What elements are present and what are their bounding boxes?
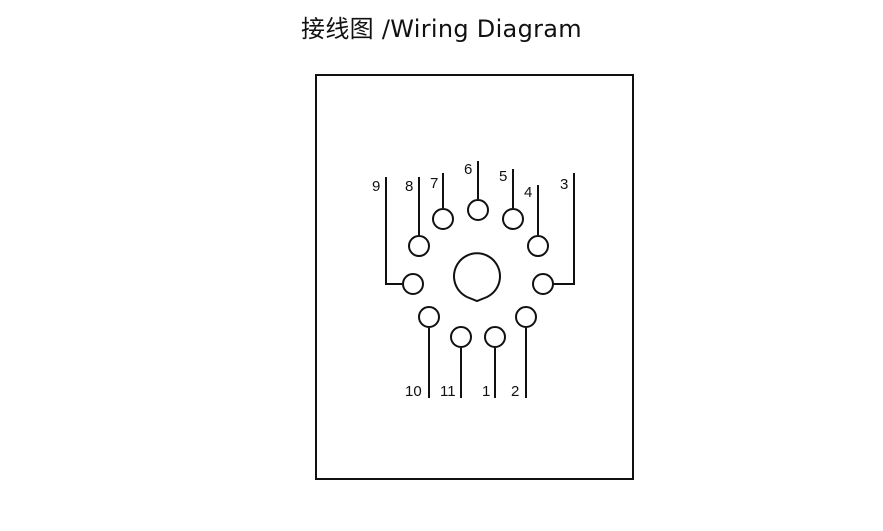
pin-11-label: 11 xyxy=(440,383,456,400)
pin-5-label: 5 xyxy=(499,168,507,185)
pin-11-socket xyxy=(450,326,472,348)
pin-2-socket xyxy=(515,306,537,328)
pin-1-label: 1 xyxy=(482,383,490,400)
pin-4-socket xyxy=(527,235,549,257)
pin-6-socket xyxy=(467,199,489,221)
pin-10: 10 xyxy=(405,306,440,400)
pin-3-label: 3 xyxy=(560,176,568,193)
diagram-frame xyxy=(315,74,634,480)
pin-6: 6 xyxy=(464,161,489,221)
pin-4: 4 xyxy=(524,184,549,257)
pin-5: 5 xyxy=(499,168,524,230)
pin-5-socket xyxy=(502,208,524,230)
pin-7: 7 xyxy=(430,173,454,230)
pin-9-socket xyxy=(402,273,424,295)
pin-9: 9 xyxy=(372,177,424,295)
pin-11: 11 xyxy=(440,326,472,400)
pin-10-socket xyxy=(418,306,440,328)
pins-layer: 1 2 3 45 6 78 9 10 11 xyxy=(372,161,575,400)
pin-8-socket xyxy=(408,235,430,257)
pin-8-label: 8 xyxy=(405,178,413,195)
pin-3: 3 xyxy=(532,173,575,295)
pin-9-lead xyxy=(385,177,402,285)
pin-4-label: 4 xyxy=(524,184,532,201)
pin-3-lead xyxy=(554,173,575,285)
pin-7-label: 7 xyxy=(430,175,438,192)
pin-8: 8 xyxy=(405,177,430,257)
pin-6-label: 6 xyxy=(464,161,472,178)
pin-7-socket xyxy=(432,208,454,230)
pin-2: 2 xyxy=(511,306,537,400)
pin-2-label: 2 xyxy=(511,383,519,400)
pin-1-socket xyxy=(484,326,506,348)
pin-10-label: 10 xyxy=(405,383,422,400)
socket-center-key xyxy=(453,252,501,303)
pin-3-socket xyxy=(532,273,554,295)
pin-9-label: 9 xyxy=(372,178,380,195)
diagram-title: 接线图 /Wiring Diagram xyxy=(301,15,582,43)
pin-1: 1 xyxy=(482,326,506,400)
